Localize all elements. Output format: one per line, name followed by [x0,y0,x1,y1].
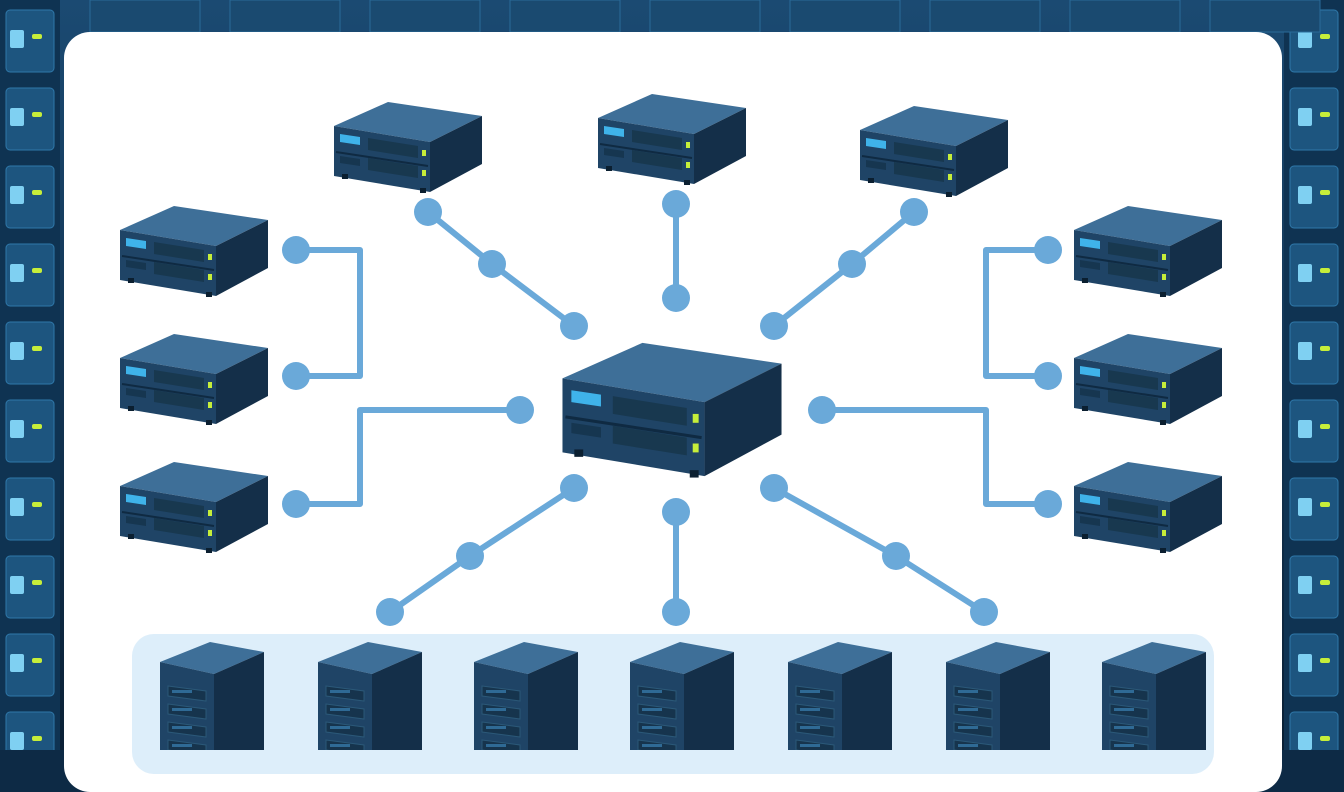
central-switch [562,342,782,478]
link-left-lower [293,407,523,507]
link-node [1034,490,1062,518]
link-node [808,396,836,424]
link-line [819,407,1051,507]
tower-7 [1102,642,1206,750]
tower-5 [788,642,892,750]
server-left-1 [120,206,268,297]
link-node [414,198,442,226]
link-node [760,474,788,502]
server-left-2 [120,334,268,425]
link-node [376,598,404,626]
link-node [560,312,588,340]
link-node [662,190,690,218]
server-top-left [334,102,482,193]
server-left-3 [120,462,268,553]
link-node [838,250,866,278]
link-node [882,542,910,570]
link-node [760,312,788,340]
tower-1 [160,642,264,750]
link-line [293,247,363,379]
server-top-right [860,106,1008,197]
link-node [662,284,690,312]
tower-4 [630,642,734,750]
link-node [506,396,534,424]
link-node [560,474,588,502]
link-left-pair-upper [293,247,363,379]
link-node [282,236,310,264]
link-node [282,490,310,518]
link-node [662,598,690,626]
link-node [970,598,998,626]
server-top-center [598,94,746,185]
server-right-2 [1074,334,1222,425]
tower-3 [474,642,578,750]
link-line [983,247,1051,379]
network-devices [120,94,1222,750]
link-right-pair-upper [983,247,1051,379]
link-node [1034,362,1062,390]
tower-2 [318,642,422,750]
link-node [478,250,506,278]
link-line [293,407,523,507]
link-node [900,198,928,226]
link-node [456,542,484,570]
link-node [1034,236,1062,264]
link-node [662,498,690,526]
server-right-1 [1074,206,1222,297]
network-links [282,190,1062,626]
tower-6 [946,642,1050,750]
link-right-lower [819,407,1051,507]
server-right-3 [1074,462,1222,553]
link-node [282,362,310,390]
